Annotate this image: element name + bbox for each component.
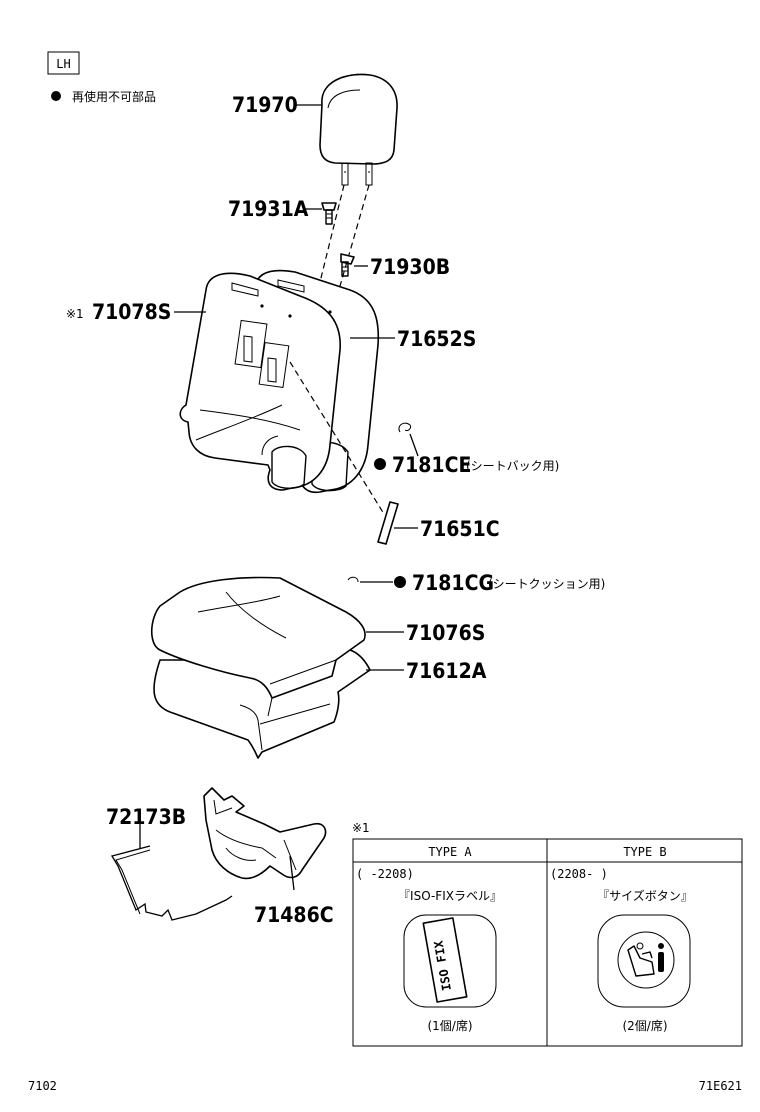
bullet-dot-icon xyxy=(374,458,386,470)
footer-page-code: 7102 xyxy=(28,1079,57,1093)
side-tag-label: LH xyxy=(56,57,70,71)
seat-cushion xyxy=(150,576,371,759)
note-7181CG: (シートクッション用) xyxy=(488,577,605,591)
type-b-label: 『サイズボタン』 xyxy=(597,888,693,903)
guide-71931A xyxy=(321,202,337,225)
type-b-qty: (2個/席) xyxy=(622,1018,667,1033)
reference-table: TYPE A TYPE B ( -2208) (2208- ) 『ISO-FIX… xyxy=(352,838,743,1047)
side-tag: LH xyxy=(47,51,80,75)
footer-figure-code: 71E621 xyxy=(699,1079,742,1093)
table-mark: ※1 xyxy=(352,821,370,835)
note-7181CE: (シートバック用) xyxy=(466,459,559,473)
part-number-71078S: 71078S xyxy=(92,300,171,324)
strip-71651C xyxy=(377,501,399,545)
guide-71930B xyxy=(340,253,355,277)
part-number-71970: 71970 xyxy=(232,93,298,117)
type-a-label: 『ISO-FIXラベル』 xyxy=(398,889,502,903)
part-number-71931A: 71931A xyxy=(228,197,309,221)
part-number-71651C: 71651C xyxy=(420,517,500,541)
bullet-dot-icon xyxy=(394,576,406,588)
part-number-71486C: 71486C xyxy=(254,903,334,927)
bullet-dot-icon xyxy=(51,91,61,101)
type-b-range: (2208- ) xyxy=(550,867,608,881)
legend: 再使用不可部品 xyxy=(51,89,156,104)
part-number-71930B: 71930B xyxy=(370,255,450,279)
type-a-header: TYPE A xyxy=(428,845,472,859)
child-seat-icon xyxy=(627,942,664,977)
clip-icon xyxy=(347,576,359,583)
headrest xyxy=(319,73,398,186)
clip-icon xyxy=(398,422,411,433)
part-number-7181CG: 7181CG xyxy=(412,571,494,595)
wire-72173B xyxy=(110,845,233,921)
part-number-71076S: 71076S xyxy=(406,621,485,645)
size-button-image xyxy=(597,914,691,1008)
footnote-mark-71078S: ※1 xyxy=(66,307,84,321)
type-a-qty: (1個/席) xyxy=(427,1018,472,1033)
type-b-header: TYPE B xyxy=(623,845,666,859)
part-number-72173B: 72173B xyxy=(106,805,186,829)
part-number-7181CE: 7181CE xyxy=(392,453,471,477)
trim-71486C xyxy=(203,787,327,880)
part-number-71612A: 71612A xyxy=(406,659,487,683)
type-a-range: ( -2208) xyxy=(356,867,414,881)
part-number-71652S: 71652S xyxy=(397,327,476,351)
iso-fix-label-image: ISO FIX xyxy=(403,914,497,1008)
legend-text: 再使用不可部品 xyxy=(72,89,156,104)
seatback-cover xyxy=(179,272,341,491)
